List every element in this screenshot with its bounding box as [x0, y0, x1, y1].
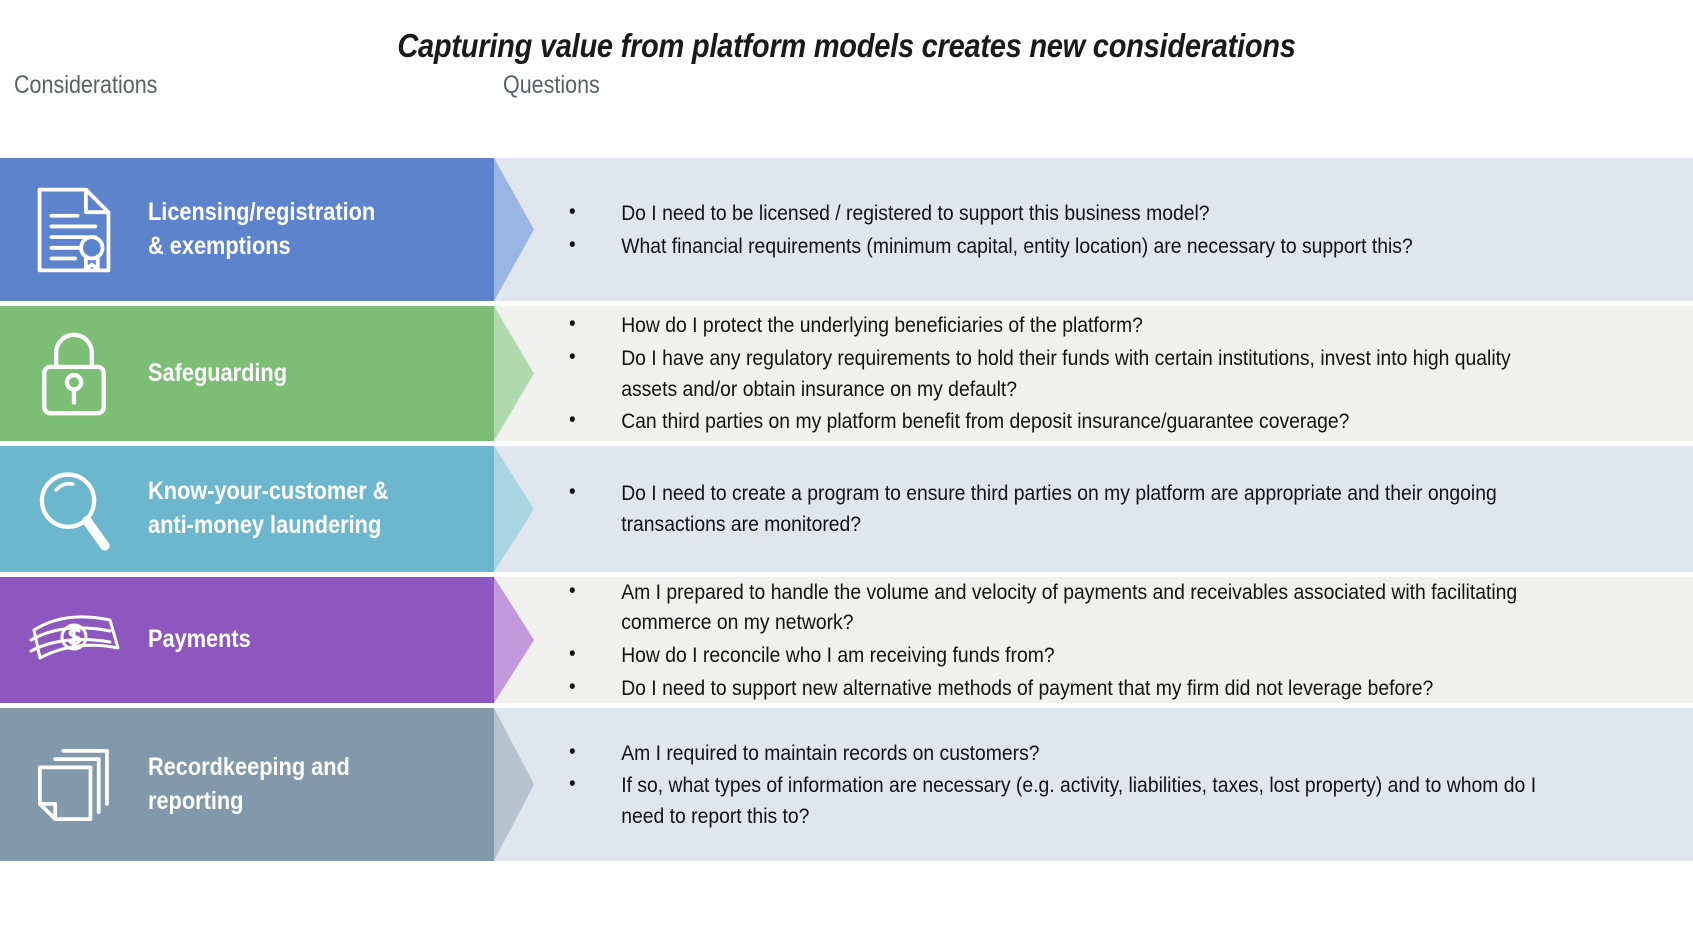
consideration-band-recordkeeping[interactable]: Recordkeeping and reporting: [0, 708, 494, 861]
consideration-row: Safeguarding How do I protect the underly…: [0, 306, 1693, 446]
question-item: What financial requirements (minimum cap…: [569, 230, 1563, 262]
padlock-icon: [22, 330, 126, 418]
consideration-label: Recordkeeping and reporting: [148, 752, 350, 815]
consideration-band-payments[interactable]: Payments: [0, 577, 494, 703]
questions-list: How do I protect the underlying benefici…: [569, 309, 1673, 437]
consideration-row: Recordkeeping and reporting Am I required…: [0, 708, 1693, 861]
consideration-band-licensing[interactable]: Licensing/registration & exemptions: [0, 158, 494, 301]
banknotes-dollar-icon: [22, 607, 126, 673]
consideration-band-safeguarding[interactable]: Safeguarding: [0, 306, 494, 441]
consideration-row: Licensing/registration & exemptions Do I …: [0, 158, 1693, 306]
question-item: Can third parties on my platform benefit…: [569, 405, 1563, 437]
consideration-row: Payments Am I prepared to handle the volu…: [0, 577, 1693, 708]
consideration-label: Licensing/registration & exemptions: [148, 197, 376, 260]
questions-panel-safeguarding: How do I protect the underlying benefici…: [494, 306, 1693, 441]
questions-list: Am I prepared to handle the volume and v…: [569, 577, 1673, 703]
consideration-label: Know-your-customer & anti-money launderi…: [148, 477, 389, 539]
stacked-documents-icon: [22, 745, 126, 825]
arrow-tip-icon: [494, 708, 534, 861]
arrow-tip-icon: [494, 446, 534, 572]
question-item: Am I required to maintain records on cus…: [569, 737, 1563, 769]
question-item: If so, what types of information are nec…: [569, 769, 1563, 831]
questions-list: Am I required to maintain records on cus…: [569, 737, 1673, 832]
page-title: Capturing value from platform models cre…: [397, 27, 1296, 64]
questions-panel-payments: Am I prepared to handle the volume and v…: [494, 577, 1693, 703]
questions-list: Do I need to create a program to ensure …: [569, 477, 1673, 539]
arrow-tip-icon: [494, 577, 534, 703]
consideration-label: Safeguarding: [148, 358, 287, 387]
questions-panel-recordkeeping: Am I required to maintain records on cus…: [494, 708, 1693, 861]
considerations-matrix: Licensing/registration & exemptions Do I …: [0, 158, 1693, 861]
question-item: How do I protect the underlying benefici…: [569, 309, 1563, 341]
column-headers: Considerations Questions: [0, 71, 1693, 126]
consideration-band-kyc-aml[interactable]: Know-your-customer & anti-money launderi…: [0, 446, 494, 572]
questions-panel-kyc-aml: Do I need to create a program to ensure …: [494, 446, 1693, 572]
questions-panel-licensing: Do I need to be licensed / registered to…: [494, 158, 1693, 301]
question-item: Do I need to create a program to ensure …: [569, 477, 1563, 539]
arrow-tip-icon: [494, 306, 534, 441]
questions-list: Do I need to be licensed / registered to…: [569, 197, 1673, 262]
question-item: Do I need to support new alternative met…: [569, 672, 1563, 703]
question-item: Do I have any regulatory requirements to…: [569, 342, 1563, 404]
consideration-label: Payments: [148, 625, 251, 654]
question-item: Do I need to be licensed / registered to…: [569, 197, 1563, 229]
consideration-row: Know-your-customer & anti-money launderi…: [0, 446, 1693, 577]
arrow-tip-icon: [494, 158, 534, 301]
certificate-document-icon: [22, 186, 126, 274]
column-header-considerations: Considerations: [14, 71, 158, 99]
magnifier-icon: [22, 465, 126, 553]
question-item: How do I reconcile who I am receiving fu…: [569, 639, 1563, 671]
question-item: Am I prepared to handle the volume and v…: [569, 577, 1563, 638]
column-header-questions: Questions: [503, 71, 600, 99]
